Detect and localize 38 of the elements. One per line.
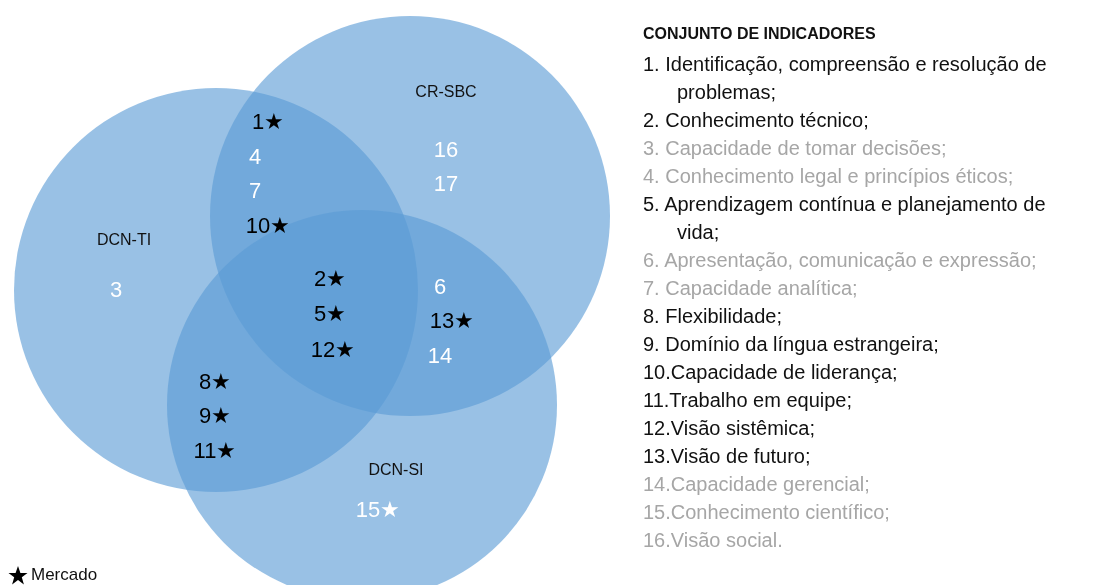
indicator-number: 9★ bbox=[198, 403, 232, 429]
indicator-number: 14 bbox=[427, 343, 453, 369]
list-item: 2. Conhecimento técnico; bbox=[643, 108, 870, 133]
list-item: 8. Flexibilidade; bbox=[643, 304, 783, 329]
list-item: 11.Trabalho em equipe; bbox=[643, 388, 854, 413]
indicator-number: 17 bbox=[433, 171, 459, 197]
indicator-number: 6 bbox=[433, 274, 447, 300]
set-label: CR-SBC bbox=[415, 83, 477, 101]
indicator-number: 10★ bbox=[245, 213, 291, 239]
list-item: 14.Capacidade gerencial; bbox=[643, 472, 871, 497]
list-item: 13.Visão de futuro; bbox=[643, 444, 812, 469]
indicator-number: 11★ bbox=[193, 438, 237, 464]
list-item: 9. Domínio da língua estrangeira; bbox=[643, 332, 940, 357]
indicator-number: 3 bbox=[109, 277, 123, 303]
set-label: DCN-SI bbox=[368, 461, 424, 479]
indicator-number: 5★ bbox=[313, 301, 347, 327]
indicator-number: 15★ bbox=[355, 497, 401, 523]
indicator-number: 7 bbox=[248, 178, 262, 204]
list-item: 12.Visão sistêmica; bbox=[643, 416, 816, 441]
indicator-number: 8★ bbox=[198, 369, 232, 395]
indicator-number: 4 bbox=[248, 144, 262, 170]
indicator-number: 1★ bbox=[251, 109, 285, 135]
indicator-number: 2★ bbox=[313, 266, 347, 292]
set-label: DCN-TI bbox=[96, 231, 152, 249]
list-item: 1. Identificação, compreensão e resolução de problemas; bbox=[643, 52, 1048, 105]
list-item: 10.Capacidade de liderança; bbox=[643, 360, 899, 385]
list-item: 5. Aprendizagem contínua e planejamento de vida; bbox=[643, 192, 1047, 245]
list-item: 7. Capacidade analítica; bbox=[643, 276, 859, 301]
list-heading: CONJUNTO DE INDICADORES bbox=[643, 25, 876, 43]
list-item: 16.Visão social. bbox=[643, 528, 784, 553]
list-item: 4. Conhecimento legal e princípios éticos; bbox=[643, 164, 1015, 189]
indicator-number: 16 bbox=[433, 137, 459, 163]
indicator-number: 13★ bbox=[429, 308, 475, 334]
list-item: 3. Capacidade de tomar decisões; bbox=[643, 136, 948, 161]
legend-label: Mercado bbox=[31, 565, 98, 585]
list-item: 6. Apresentação, comunicação e expressão; bbox=[643, 248, 1038, 273]
list-item: 15.Conhecimento científico; bbox=[643, 500, 891, 525]
indicator-number: 12★ bbox=[310, 337, 356, 363]
